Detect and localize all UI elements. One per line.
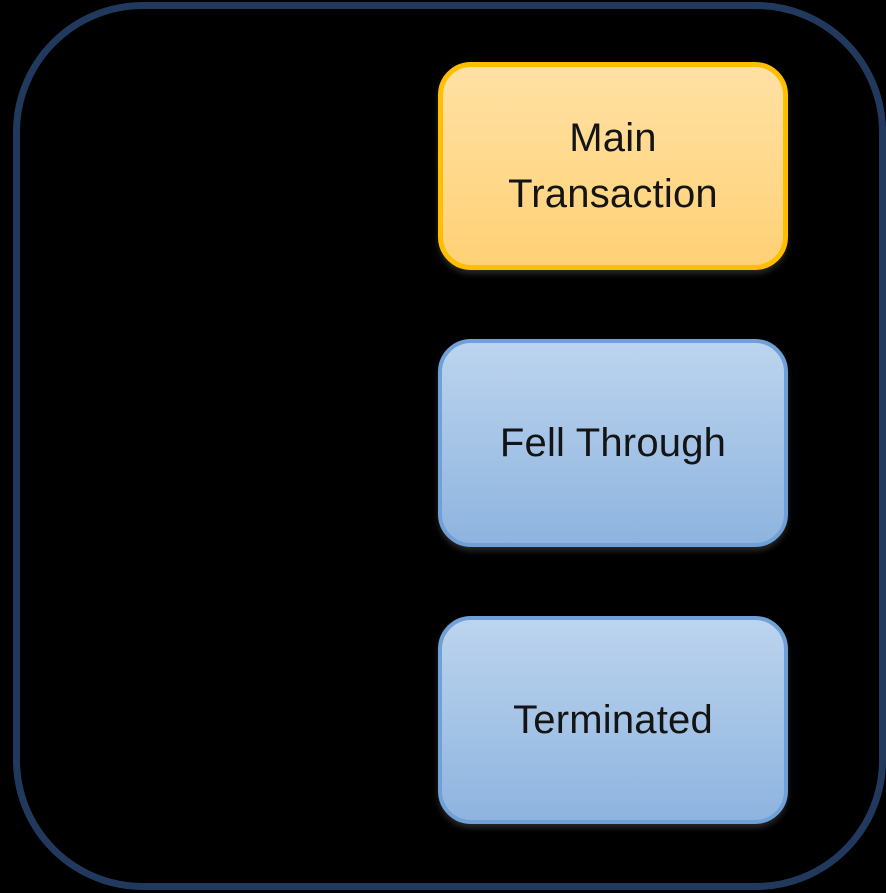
node-main-transaction: Main Transaction bbox=[438, 62, 788, 270]
enclosing-frame bbox=[13, 2, 886, 890]
node-fell-through: Fell Through bbox=[438, 339, 788, 547]
node-fell-through-label: Fell Through bbox=[499, 421, 727, 465]
node-terminated-label: Terminated bbox=[513, 698, 713, 742]
node-terminated: Terminated bbox=[438, 616, 788, 824]
node-main-transaction-label: Main Transaction bbox=[508, 116, 718, 216]
